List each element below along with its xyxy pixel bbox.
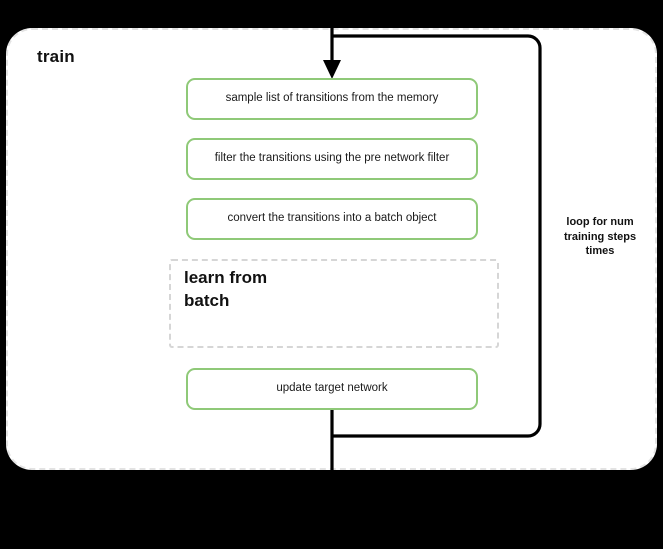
step-box-sample[interactable]: sample list of transitions from the memo… [186, 78, 478, 120]
loop-caption-line2: training steps [563, 230, 637, 243]
step-label: convert the transitions into a batch obj… [227, 212, 437, 225]
page-title: train [37, 47, 75, 66]
loop-caption-line3: times [585, 245, 615, 258]
loop-caption: loop for num training steps times [545, 215, 655, 259]
loop-caption-line1: loop for num [566, 216, 634, 228]
step-label: filter the transitions using the pre net… [214, 152, 450, 165]
step-box-filter[interactable]: filter the transitions using the pre net… [186, 138, 478, 180]
step-box-update-target-network[interactable]: update target network [186, 368, 478, 410]
learn-from-batch-line2: batch [184, 291, 230, 311]
learn-from-batch-title: learn from batch [184, 266, 314, 312]
learn-from-batch-block[interactable]: learn from batch [169, 259, 499, 348]
step-label: sample list of transitions from the memo… [225, 92, 439, 105]
learn-from-batch-line1: learn from [184, 268, 268, 287]
step-label: update target network [276, 382, 388, 395]
step-box-convert[interactable]: convert the transitions into a batch obj… [186, 198, 478, 240]
